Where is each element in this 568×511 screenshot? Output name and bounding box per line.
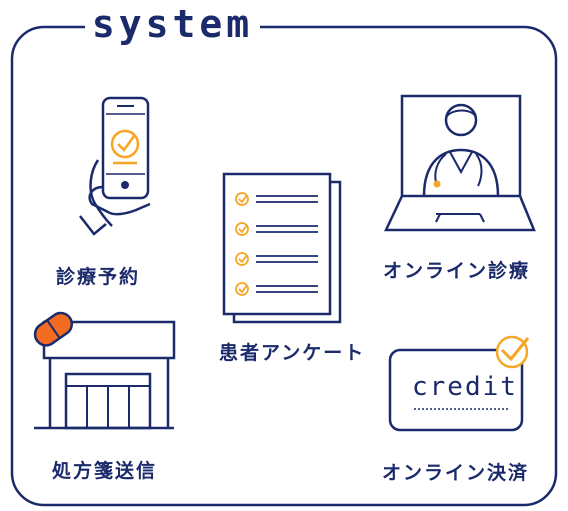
phone-hand-icon — [79, 96, 151, 236]
doctor-laptop-icon — [384, 94, 536, 232]
online-payment-label: オンライン決済 — [382, 462, 530, 484]
credit-card-icon — [388, 335, 530, 432]
pharmacy-icon — [33, 311, 176, 430]
card-text: credit — [412, 372, 518, 402]
online-consult-label: オンライン診療 — [383, 260, 531, 282]
prescription-label: 処方箋送信 — [52, 460, 158, 482]
questionnaire-label: 患者アンケート — [219, 342, 366, 364]
reservation-label: 診療予約 — [56, 266, 141, 288]
checklist-icon — [222, 172, 342, 324]
system-title: system — [85, 0, 260, 48]
